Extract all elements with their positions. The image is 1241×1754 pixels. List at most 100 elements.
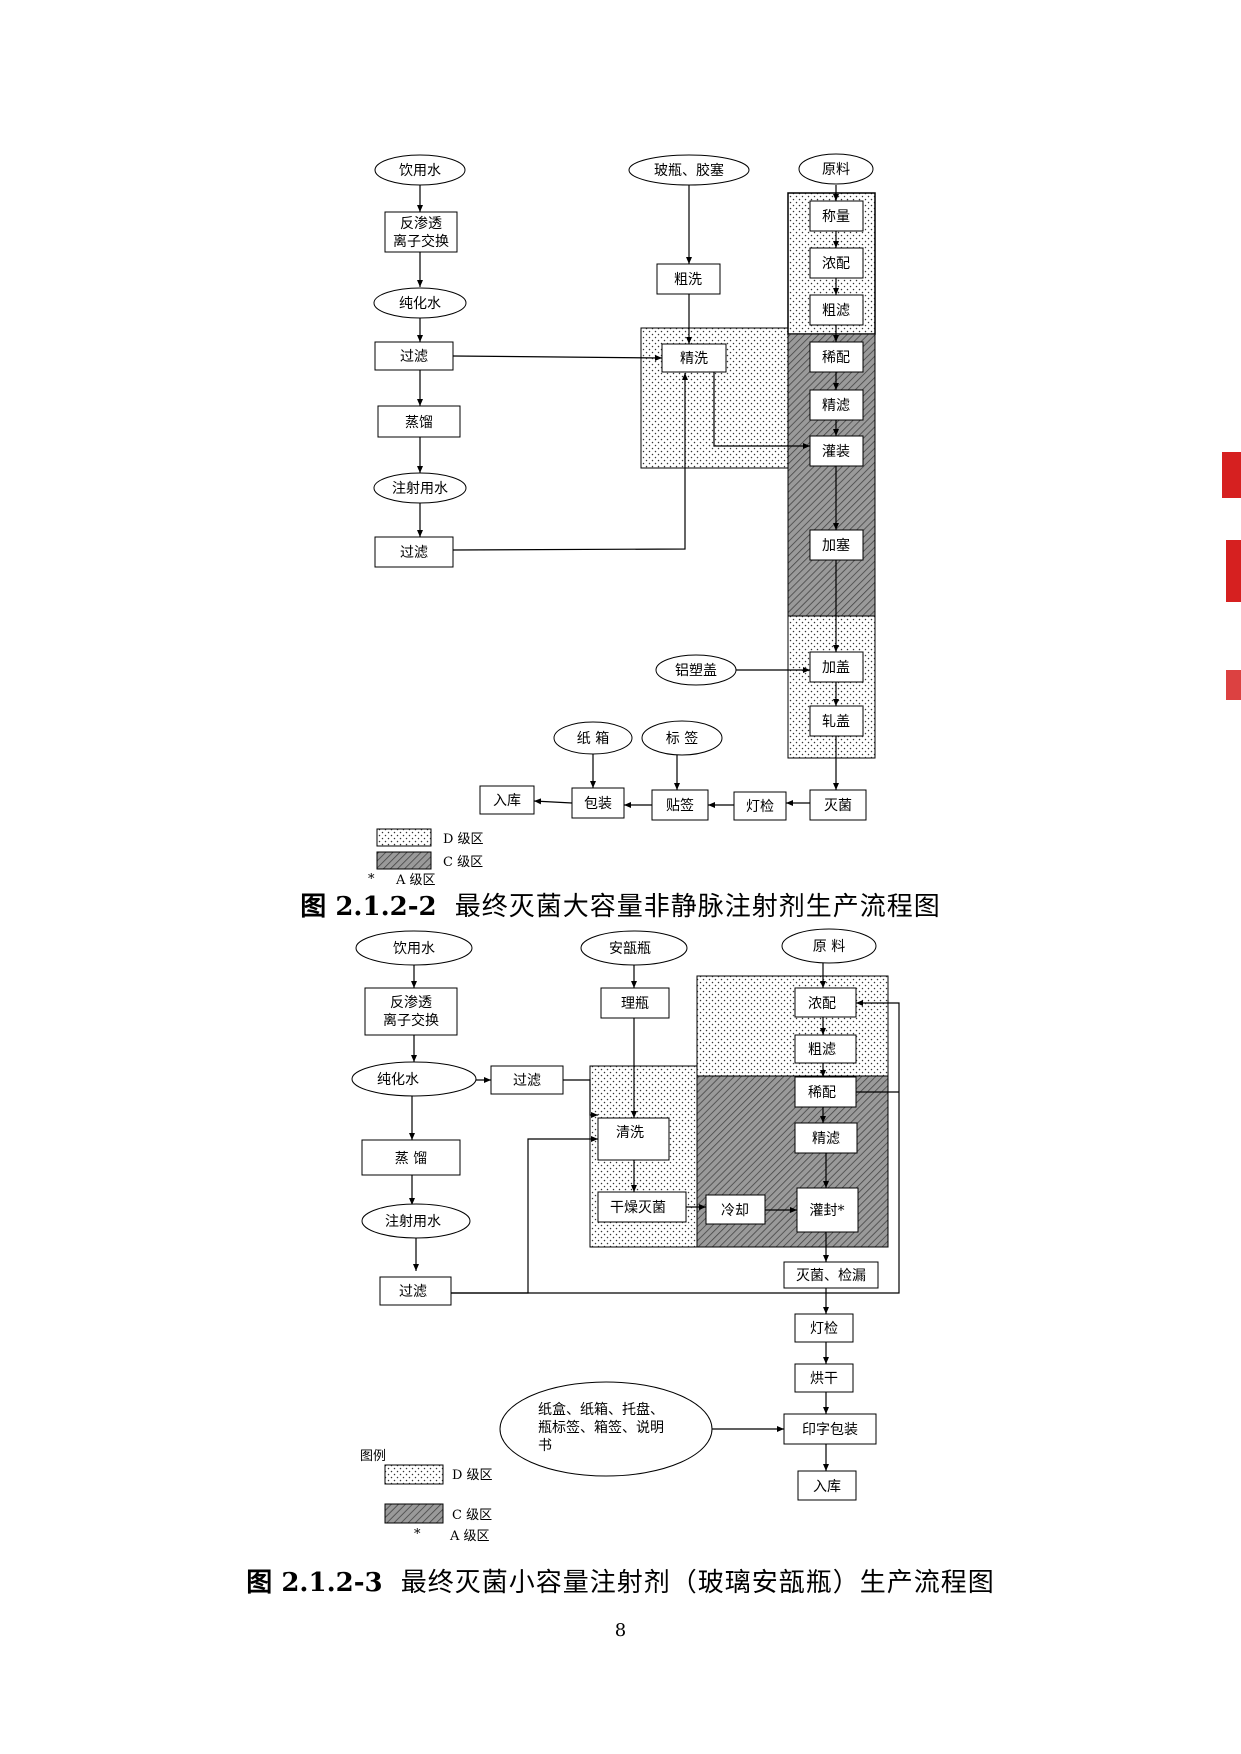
legend1-a-mark: * (368, 872, 375, 887)
label-clean: 清洗 (616, 1125, 644, 1141)
stamp-fragment-top (1222, 452, 1241, 498)
node-warehouse-1 (479, 785, 535, 815)
label-fine-filter-1: 精滤 (822, 398, 850, 414)
node-wfi-1 (373, 472, 467, 504)
node-label-apply (651, 789, 709, 821)
legend2-d-label: D 级区 (452, 1468, 493, 1483)
node-sterilize-1 (809, 789, 867, 821)
label-rough-filter-2: 粗滤 (808, 1042, 836, 1058)
label-light-inspect-2: 灯检 (810, 1321, 838, 1337)
legend1-c-label: C 级区 (443, 855, 483, 870)
node-fine-wash (661, 343, 727, 373)
label-ro-1-line2: 离子交换 (393, 233, 449, 250)
label-cap: 加盖 (822, 660, 850, 676)
label-rough-filter-1: 粗滤 (822, 303, 850, 319)
label-purified-water-2: 纯化水 (377, 1072, 419, 1088)
label-filter1-1: 过滤 (400, 349, 428, 365)
legend1-a-label: A 级区 (395, 873, 436, 888)
figure1-caption-title: 最终灭菌大容量非静脉注射剂生产流程图 (454, 892, 941, 922)
node-fill-seal (796, 1187, 859, 1233)
node-sort (600, 987, 670, 1019)
label-light-inspect-1: 灯检 (746, 799, 774, 815)
label-label-material: 标 签 (666, 730, 698, 747)
label-materials-line3: 书 (538, 1438, 552, 1454)
node-ro-1 (384, 211, 458, 253)
label-ro-2-line2: 离子交换 (383, 1012, 439, 1029)
page-number: 8 (614, 1620, 627, 1641)
label-raw-material-2: 原 料 (813, 939, 845, 955)
legend2-title: 图例 (360, 1449, 386, 1464)
label-distill-1: 蒸馏 (405, 415, 433, 431)
figure1-caption: 图 2.1.2-2 最终灭菌大容量非静脉注射剂生产流程图 (0, 886, 1241, 923)
node-fine-filter-1 (809, 389, 864, 421)
label-sterilize-leak: 灭菌、检漏 (796, 1268, 866, 1284)
label-crimp: 轧盖 (822, 714, 850, 730)
legend1-d-label: D 级区 (443, 832, 484, 847)
node-rough-filter-1 (809, 294, 864, 326)
node-clean (597, 1117, 670, 1161)
node-dry-sterilize (597, 1191, 687, 1223)
zone2-d-mix (696, 975, 889, 1077)
zone-d-cap (787, 615, 876, 759)
label-purified-water-1: 纯化水 (399, 296, 441, 312)
node-sterilize-leak (783, 1261, 879, 1289)
node-raw-material-2 (781, 928, 877, 964)
label-ro-2-line1: 反渗透 (390, 995, 432, 1011)
node-ampoule (580, 930, 688, 966)
label-print-pack: 印字包装 (802, 1422, 858, 1438)
label-raw-material-1: 原料 (822, 162, 850, 178)
label-al-cap: 铝塑盖 (675, 663, 717, 679)
node-conc-mix-1 (809, 247, 864, 279)
node-weigh (809, 200, 864, 232)
stamp-fragment-middle (1226, 540, 1241, 602)
node-light-inspect-2 (794, 1313, 854, 1343)
node-warehouse-2 (797, 1470, 857, 1501)
label-conc-mix-2: 浓配 (808, 996, 836, 1012)
node-cool (705, 1194, 766, 1225)
label-carton: 纸 箱 (577, 731, 609, 747)
node-drinking-water-2 (355, 930, 473, 966)
label-filter2-2: 过滤 (399, 1284, 427, 1300)
node-drinking-water-1 (374, 154, 466, 186)
label-label-apply: 贴签 (666, 797, 694, 814)
zone-c-fill (787, 333, 876, 617)
node-carton (553, 721, 633, 755)
label-drinking-water-1: 饮用水 (399, 163, 441, 179)
label-fill: 灌装 (822, 444, 850, 460)
label-filter1-2: 过滤 (513, 1073, 541, 1089)
node-purified-water-2 (351, 1061, 477, 1097)
node-dilute-mix-1 (809, 341, 864, 373)
node-light-inspect-1 (733, 791, 787, 821)
label-stopper: 加塞 (822, 537, 850, 554)
label-warehouse-1: 入库 (493, 793, 521, 809)
node-raw-material-1 (798, 153, 874, 185)
figure2-caption-title: 最终灭菌小容量注射剂（玻璃安瓿瓶）生产流程图 (400, 1568, 995, 1598)
node-fill (809, 435, 864, 467)
node-rough-wash (656, 263, 721, 295)
legend1-c-swatch (376, 851, 432, 870)
node-cap (809, 651, 864, 683)
label-sort: 理瓶 (621, 996, 649, 1012)
label-materials-line1: 纸盒、纸箱、托盘、 (538, 1401, 664, 1418)
legend2-c-swatch (384, 1503, 444, 1524)
label-conc-mix-1: 浓配 (822, 256, 850, 272)
node-filter1-2 (490, 1065, 564, 1095)
node-conc-mix-2 (794, 987, 857, 1018)
node-rough-filter-2 (794, 1034, 857, 1064)
figure1-caption-number: 图 2.1.2-2 (300, 892, 437, 922)
label-rough-wash: 粗洗 (674, 272, 702, 288)
label-pack-1: 包装 (584, 796, 612, 812)
figure1-diagram: 饮用水 反渗透 离子交换 纯化水 过滤 蒸馏 注射用水 过滤 玻瓶、胶塞 粗洗 … (368, 153, 876, 888)
node-ro-2 (364, 987, 458, 1036)
label-distill-2: 蒸 馏 (395, 1151, 427, 1167)
legend2-a-label: A 级区 (449, 1529, 490, 1544)
stamp-fragment-bottom (1226, 670, 1241, 700)
label-dry-sterilize: 干燥灭菌 (610, 1200, 666, 1216)
figure2-diagram: 饮用水 反渗透 离子交换 纯化水 过滤 蒸 馏 注射用水 过滤 安瓿瓶 理瓶 清… (351, 928, 900, 1544)
label-dry: 烘干 (810, 1371, 838, 1387)
node-al-cap (655, 654, 737, 686)
label-fine-wash: 精洗 (680, 351, 708, 367)
node-purified-water-1 (373, 287, 467, 319)
node-wfi-2 (361, 1203, 471, 1239)
